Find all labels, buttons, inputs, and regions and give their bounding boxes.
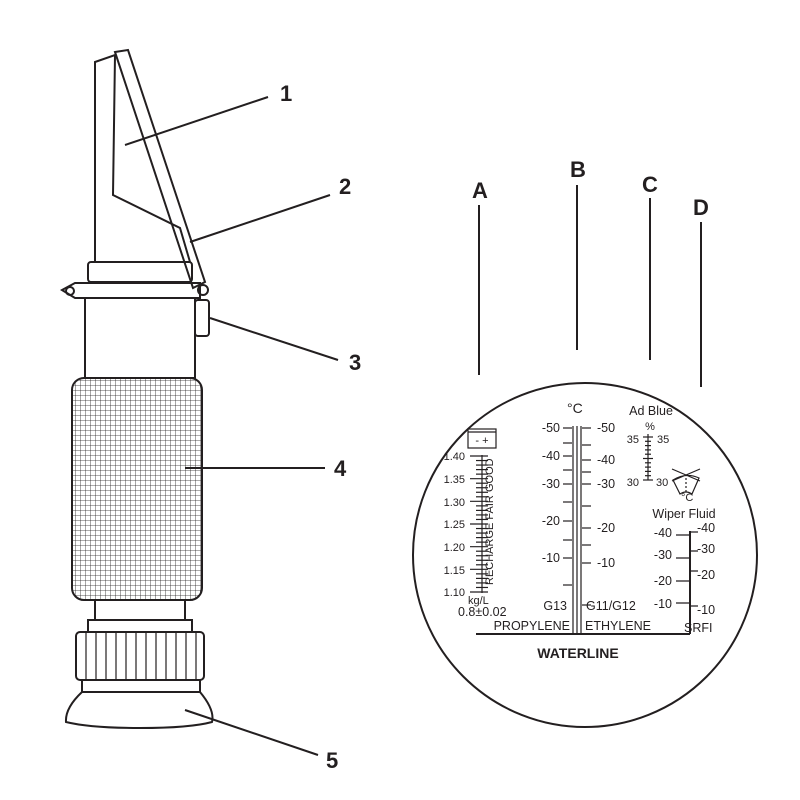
scale-pointers: A B C D: [472, 157, 709, 387]
scale-label: -50: [597, 421, 615, 435]
scale-label: -40: [542, 449, 560, 463]
scale-label: 35: [627, 434, 639, 446]
callout-1: 1: [280, 81, 292, 106]
scale-label: SRFI: [684, 621, 712, 635]
focus-ring: [75, 631, 205, 681]
scale-label: -30: [597, 477, 615, 491]
scale-label: °C: [567, 400, 583, 416]
refractometer: [59, 48, 214, 730]
scale-label: 1.35: [444, 474, 465, 486]
scale-label: 1.10: [444, 587, 465, 599]
daylight-plate: [113, 48, 207, 290]
fair-label: RECHARGE FAIR: [484, 495, 496, 585]
scale-label: °C: [681, 492, 693, 504]
scale-label: 1.15: [444, 565, 465, 577]
scale-label: -10: [542, 551, 560, 565]
scale-label: 1.40: [444, 451, 465, 463]
scale-label: -30: [542, 477, 560, 491]
scale-label: PROPYLENE: [494, 619, 570, 633]
body-tube: [84, 297, 196, 379]
label-d: D: [693, 195, 709, 220]
scale-label: Wiper Fluid: [652, 507, 715, 521]
good-label: GOOD: [484, 458, 496, 492]
scale-label: -10: [654, 597, 672, 611]
waterline-label: WATERLINE: [537, 645, 618, 661]
scale-label: -50: [542, 421, 560, 435]
scale-label: -30: [697, 542, 715, 556]
coolant-scale: °C -50 -40 -30 -20 -10 -50 -40 -30 -20 -…: [494, 400, 651, 633]
label-a: A: [472, 178, 488, 203]
adblue-scale: Ad Blue % 35 35 30 30 °C: [627, 404, 701, 504]
scale-label: kg/L: [468, 595, 489, 607]
scale-label: -10: [697, 603, 715, 617]
callout-2: 2: [339, 174, 351, 199]
scale-label: 1.25: [444, 519, 465, 531]
scale-label: -20: [597, 521, 615, 535]
scale-label: -40: [654, 526, 672, 540]
eyepiece: [64, 691, 214, 730]
scale-label: G13: [543, 599, 567, 613]
callout-4: 4: [334, 456, 347, 481]
plate-hinge: [197, 284, 209, 296]
callout-5: 5: [326, 748, 338, 773]
scale-label: 0.8±0.02: [458, 605, 507, 619]
scale-label: -40: [597, 453, 615, 467]
label-b: B: [570, 157, 586, 182]
scale-label: 30: [656, 477, 668, 489]
scale-label: 30: [627, 477, 639, 489]
scale-label: -10: [597, 556, 615, 570]
scale-label: -20: [697, 568, 715, 582]
battery-box: - +: [475, 435, 488, 447]
scale-label: G11/G12: [586, 599, 636, 613]
scale-label: Ad Blue: [629, 404, 673, 418]
scale-label: -20: [542, 514, 560, 528]
label-c: C: [642, 172, 658, 197]
battery-scale: - + 1.40 1.35 1.30 1.25 1.20 1.15 1.10 G…: [444, 428, 507, 619]
scale-label: 1.30: [444, 497, 465, 509]
callout-3: 3: [349, 350, 361, 375]
scale-label: 35: [657, 434, 669, 446]
scale-label: -40: [697, 521, 715, 535]
scale-label: 1.20: [444, 542, 465, 554]
scale-label: -30: [654, 548, 672, 562]
calibration-screw: [194, 299, 210, 337]
eyepiece-view-circle: [412, 382, 758, 728]
wiper-scale: Wiper Fluid -40 -30 -20 -10 -40 -30 -20 …: [652, 507, 715, 635]
prism-body: [94, 53, 192, 263]
callouts: 1 2 3 4 5: [124, 81, 361, 773]
scale-label: ETHYLENE: [585, 619, 651, 633]
scale-label: -20: [654, 574, 672, 588]
windshield-icon: [671, 468, 701, 495]
hinge-clip: [59, 282, 201, 299]
scale-label: %: [645, 421, 655, 433]
knurled-grip: [71, 377, 203, 601]
